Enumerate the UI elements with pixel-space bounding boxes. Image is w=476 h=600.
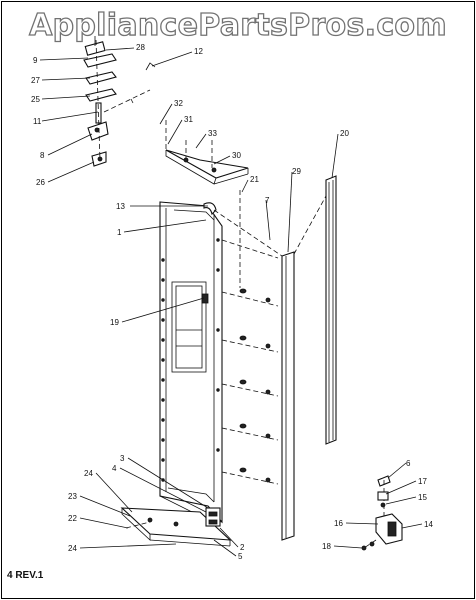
callout-leaders: [39, 47, 423, 557]
hinge-bushing-part: [85, 88, 117, 102]
callout-18: 18: [322, 542, 331, 551]
callout-7: 7: [265, 196, 270, 205]
callout-19: 19: [110, 318, 119, 327]
callout-13: 13: [116, 202, 125, 211]
callout-labels: 9 28 12 27 25 11 8 26 32 31 33 30 20 13 …: [31, 43, 433, 561]
callout-11: 11: [33, 117, 42, 126]
callout-17: 17: [418, 477, 427, 486]
callout-33: 33: [208, 129, 217, 138]
watermark: AppliancePartsPros.com: [28, 7, 447, 43]
callout-31: 31: [184, 115, 193, 124]
callout-9: 9: [33, 56, 38, 65]
mounting-screws: [221, 190, 279, 485]
callout-1: 1: [117, 228, 122, 237]
callout-25: 25: [31, 95, 40, 104]
upper-hinge-part: [87, 121, 109, 141]
lower-hinge-assembly: [361, 475, 403, 551]
callout-14: 14: [424, 520, 433, 529]
callout-24-upper: 24: [84, 469, 93, 478]
callout-28: 28: [136, 43, 145, 52]
hinge-screw-part: [84, 36, 106, 56]
top-bracket-part: [165, 149, 249, 185]
callout-24-lower: 24: [68, 544, 77, 553]
callout-21: 21: [250, 175, 259, 184]
callout-2: 2: [240, 543, 245, 552]
callout-26: 26: [36, 178, 45, 187]
callout-4: 4: [112, 464, 117, 473]
hinge-shim-part: [85, 71, 117, 85]
bottom-bracket-part: [120, 507, 232, 547]
callout-23: 23: [68, 492, 77, 501]
door-liner-frame: [159, 201, 223, 524]
callout-30: 30: [232, 151, 241, 160]
door-trim-channel: [325, 175, 337, 445]
revision-label: 4 REV.1: [7, 570, 44, 581]
bottom-hinge-part: [205, 507, 221, 527]
callout-12: 12: [194, 47, 203, 56]
callout-27: 27: [31, 76, 40, 85]
callout-32: 32: [174, 99, 183, 108]
frame-side-holes: [161, 238, 220, 482]
callout-3: 3: [120, 454, 125, 463]
callout-8: 8: [40, 151, 45, 160]
callout-29: 29: [292, 167, 301, 176]
callout-6: 6: [406, 459, 411, 468]
door-gasket-strip: [281, 251, 295, 541]
hinge-washer-part: [91, 151, 107, 167]
callout-5: 5: [238, 552, 243, 561]
callout-22: 22: [68, 514, 77, 523]
hinge-cap-part: [83, 53, 117, 68]
callout-20: 20: [340, 129, 349, 138]
callout-16: 16: [334, 519, 343, 528]
callout-15: 15: [418, 493, 427, 502]
